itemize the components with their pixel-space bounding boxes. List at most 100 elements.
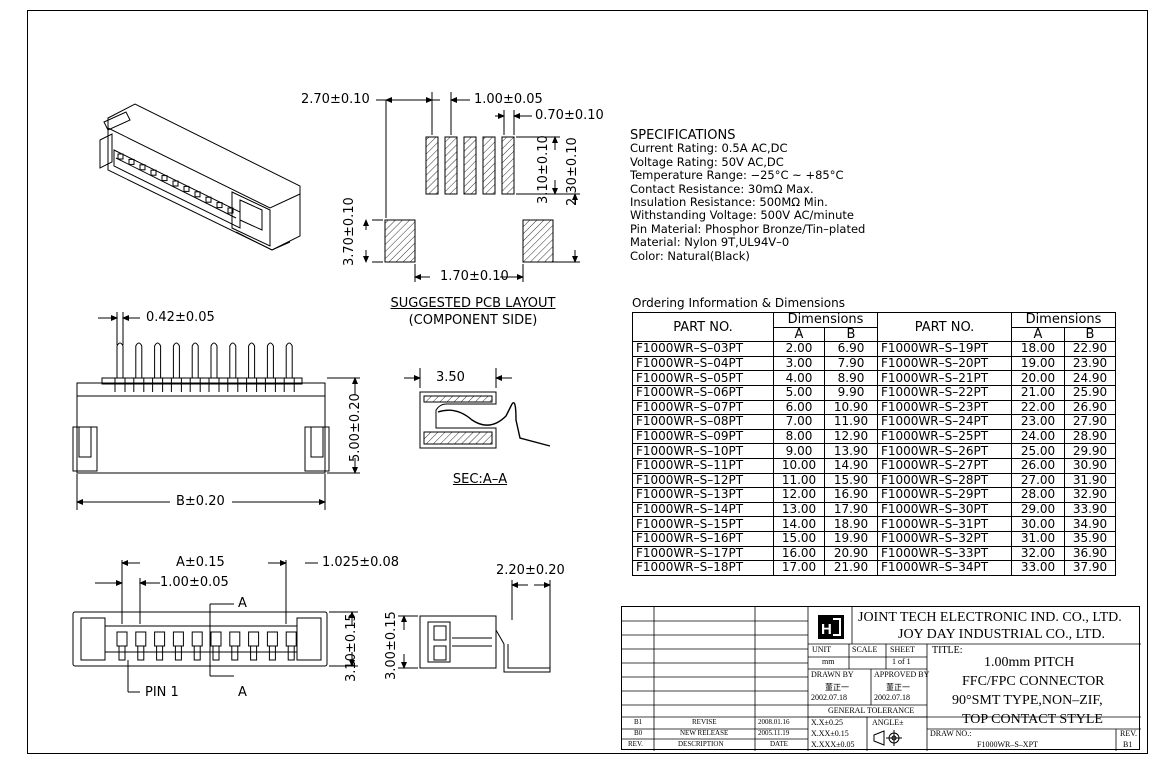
tolerance-3: X.XXX±0.05 <box>811 740 855 749</box>
dim-a-cell: 24.00 <box>1011 428 1065 445</box>
part-no-cell: F1000WR–S–26PT <box>877 443 1012 459</box>
pcb-layout <box>363 92 580 282</box>
front-pin <box>229 342 237 378</box>
dim-b-cell: 7.90 <box>824 355 878 372</box>
svg-text:H: H <box>821 621 832 638</box>
title-line-4: TOP CONTACT STYLE <box>962 712 1103 727</box>
dim-b-cell: 13.90 <box>824 443 878 459</box>
front-pin <box>172 342 180 378</box>
iso-contact <box>194 191 201 198</box>
front-pin <box>210 342 218 378</box>
dim-a-cell: 28.00 <box>1011 487 1065 503</box>
spec-line: Withstanding Voltage: 500V AC/minute <box>630 208 854 223</box>
approved-by-label: APPROVED BY <box>874 670 930 679</box>
company-name-1: JOINT TECH ELECTRONIC IND. CO., LTD. <box>858 610 1122 625</box>
front-view <box>72 312 360 510</box>
part-no-cell: F1000WR–S–12PT <box>632 472 774 489</box>
dim-a-cell: 26.00 <box>1011 457 1065 474</box>
header-part-right: PART NO. <box>877 311 1012 343</box>
dim-a-cell: 22.00 <box>1011 399 1065 416</box>
title-line-3: 90°SMT TYPE,NON–ZIF, <box>952 693 1103 708</box>
part-no-cell: F1000WR–S–22PT <box>877 384 1012 401</box>
dim-a-cell: 10.00 <box>773 457 825 474</box>
title-line-2: FFC/FPC CONNECTOR <box>962 674 1105 689</box>
rev-row-2-desc: NEW RELEASE <box>680 729 729 737</box>
spec-line: Voltage Rating: 50V AC,DC <box>630 154 784 169</box>
drawn-date: 2002.07.18 <box>811 693 847 702</box>
dim-holddown: 1.70±0.10 <box>440 269 509 284</box>
dim-a-cell: 19.00 <box>1011 355 1065 372</box>
rev-row-2-date: 2005.11.19 <box>758 729 790 737</box>
dim-a-cell: 6.00 <box>773 399 825 416</box>
part-no-cell: F1000WR–S–13PT <box>632 487 774 503</box>
dim-pcb-height: 3.70±0.10 <box>342 197 357 266</box>
front-pin <box>191 342 199 378</box>
dim-b-cell: 16.90 <box>824 487 878 503</box>
rev-row-1-desc: REVISE <box>692 718 717 726</box>
section-marker-top: A <box>238 596 247 611</box>
iso-contact <box>227 207 234 214</box>
rev-value: B1 <box>1123 740 1133 749</box>
approved-by: 董正一 <box>886 683 910 692</box>
scale-label: SCALE <box>852 645 878 654</box>
tolerance-2: X.XX±0.15 <box>811 729 849 738</box>
draw-no: F1000WR–S–XPT <box>977 740 1038 749</box>
side-view <box>398 580 551 673</box>
rev-row-1-rev: B1 <box>634 718 643 726</box>
dim-a-cell: 5.00 <box>773 384 825 401</box>
pcb-layout-subtitle: (COMPONENT SIDE) <box>408 313 538 328</box>
part-no-cell: F1000WR–S–14PT <box>632 501 774 518</box>
part-no-cell: F1000WR–S–06PT <box>632 384 774 401</box>
front-pin <box>116 342 124 378</box>
dim-b-cell: 11.90 <box>824 414 878 430</box>
dim-b-cell: 26.90 <box>1064 399 1116 416</box>
dim-a-cell: 27.00 <box>1011 472 1065 489</box>
bottom-pin-lead <box>287 645 295 661</box>
dim-side-height: 3.00±0.15 <box>384 611 399 680</box>
part-no-cell: F1000WR–S–20PT <box>877 355 1012 372</box>
dim-a-cell: 12.00 <box>773 487 825 503</box>
dim-b-cell: 21.90 <box>824 560 878 576</box>
dim-pcb-pitch: 1.00±0.05 <box>474 92 543 107</box>
dim-side-depth: 2.20±0.20 <box>496 563 565 578</box>
bottom-pin-lead <box>137 645 145 661</box>
part-no-cell: F1000WR–S–04PT <box>632 355 774 372</box>
pcb-layout-title: SUGGESTED PCB LAYOUT <box>390 296 556 311</box>
dim-a-cell: 21.00 <box>1011 384 1065 401</box>
dim-a-cell: 14.00 <box>773 516 825 532</box>
dim-b-cell: 23.90 <box>1064 355 1116 372</box>
dim-body-b: B±0.20 <box>176 494 225 509</box>
specifications: SPECIFICATIONS Current Rating: 0.5A AC,D… <box>630 129 865 263</box>
spec-line: Contact Resistance: 30mΩ Max. <box>630 181 814 196</box>
part-no-cell: F1000WR–S–31PT <box>877 516 1012 532</box>
dim-b-cell: 18.90 <box>824 516 878 532</box>
bottom-pin-lead <box>156 645 164 661</box>
part-no-cell: F1000WR–S–28PT <box>877 472 1012 489</box>
connector-isometric <box>99 103 301 251</box>
dim-pcb-width: 2.70±0.10 <box>301 92 370 107</box>
header-part-left: PART NO. <box>632 311 774 343</box>
angle-label: ANGLE± <box>872 718 904 727</box>
header-dims-right: Dimensions <box>1011 312 1116 328</box>
drawn-by: 董正一 <box>825 683 849 692</box>
part-no-cell: F1000WR–S–05PT <box>632 370 774 386</box>
section-marker-bottom: A <box>238 685 247 700</box>
bottom-pin-lead <box>250 645 258 661</box>
part-no-cell: F1000WR–S–30PT <box>877 501 1012 518</box>
bottom-pin-lead <box>231 645 239 661</box>
bottom-pin-lead <box>212 645 220 661</box>
projection-symbol-icon <box>873 730 902 746</box>
dim-b-cell: 28.90 <box>1064 428 1116 445</box>
sheet-value: 1 of 1 <box>892 657 911 666</box>
dim-a-cell: 29.00 <box>1011 501 1065 518</box>
